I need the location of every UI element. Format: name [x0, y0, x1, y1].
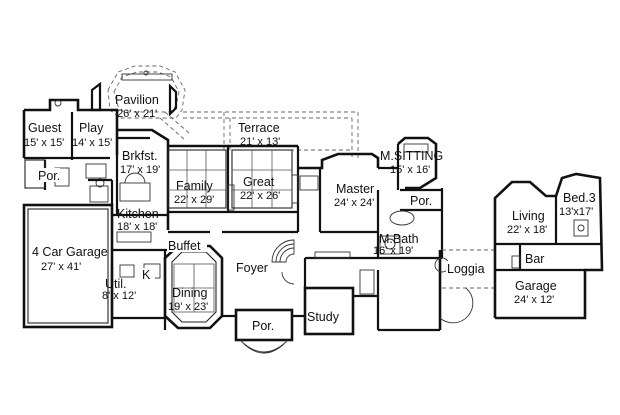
- terrace-outline: [107, 65, 359, 160]
- play-name: Play: [79, 121, 104, 135]
- util-name: Util.: [105, 277, 127, 291]
- study-label: Study: [307, 310, 340, 324]
- master-name: Master: [336, 182, 374, 196]
- por-front-label: Por.: [252, 319, 274, 333]
- foyer-study-block: [222, 230, 440, 354]
- loggia-label: Loggia: [447, 262, 485, 276]
- master-size: 24' x 24': [334, 197, 374, 209]
- bar-label: Bar: [525, 252, 544, 266]
- great-size: 22' x 26': [240, 190, 280, 202]
- living-size: 22' x 18': [507, 224, 547, 236]
- msitting-name: M.SITTING: [380, 149, 443, 163]
- brkfst-size: 17' x 19': [120, 164, 160, 176]
- garage4-name: 4 Car Garage: [32, 245, 108, 259]
- garage-name: Garage: [515, 279, 557, 293]
- right-wing: [493, 172, 604, 320]
- terrace-size: 21' x 13': [240, 136, 280, 148]
- great-name: Great: [243, 175, 275, 189]
- living-name: Living: [512, 209, 545, 223]
- garage-size: 24' x 12': [514, 294, 554, 306]
- por-master-label: Por.: [410, 194, 432, 208]
- bed3-name: Bed.3: [563, 191, 596, 205]
- dining-size: 19' x 23': [168, 301, 208, 313]
- mbath-size: 16' x 19': [373, 245, 413, 257]
- guest-name: Guest: [28, 121, 62, 135]
- guest-size: 15' x 15': [24, 137, 64, 149]
- kitchen-name: Kitchen: [117, 207, 159, 221]
- brkfst-name: Brkfst.: [122, 149, 157, 163]
- msitting-size: 15' x 16': [390, 164, 430, 176]
- room-labels: Pavilion 26' x 21' Guest 15' x 15' Play …: [24, 93, 596, 333]
- mbath-name: M.Bath: [379, 232, 419, 246]
- foyer-label: Foyer: [236, 261, 268, 275]
- pavilion-size: 26' x 21': [117, 108, 157, 120]
- dining-name: Dining: [172, 286, 207, 300]
- kitchen-size: 18' x 18': [117, 221, 157, 233]
- bed3-size: 13'x17': [559, 206, 593, 218]
- k-label: K: [142, 268, 151, 282]
- master-suite: [298, 136, 444, 260]
- util-size: 8' x 12': [102, 290, 136, 302]
- play-size: 14' x 15': [72, 137, 112, 149]
- central-rooms: [115, 128, 300, 232]
- terrace-name: Terrace: [238, 121, 280, 135]
- pavilion-name: Pavilion: [115, 93, 159, 107]
- por-left-label: Por.: [38, 169, 60, 183]
- buffet-label: Buffet: [168, 239, 201, 253]
- family-name: Family: [176, 179, 214, 193]
- garage4-size: 27' x 41': [41, 261, 81, 273]
- guest-play-wing: [22, 98, 119, 190]
- family-size: 22' x 29': [174, 194, 214, 206]
